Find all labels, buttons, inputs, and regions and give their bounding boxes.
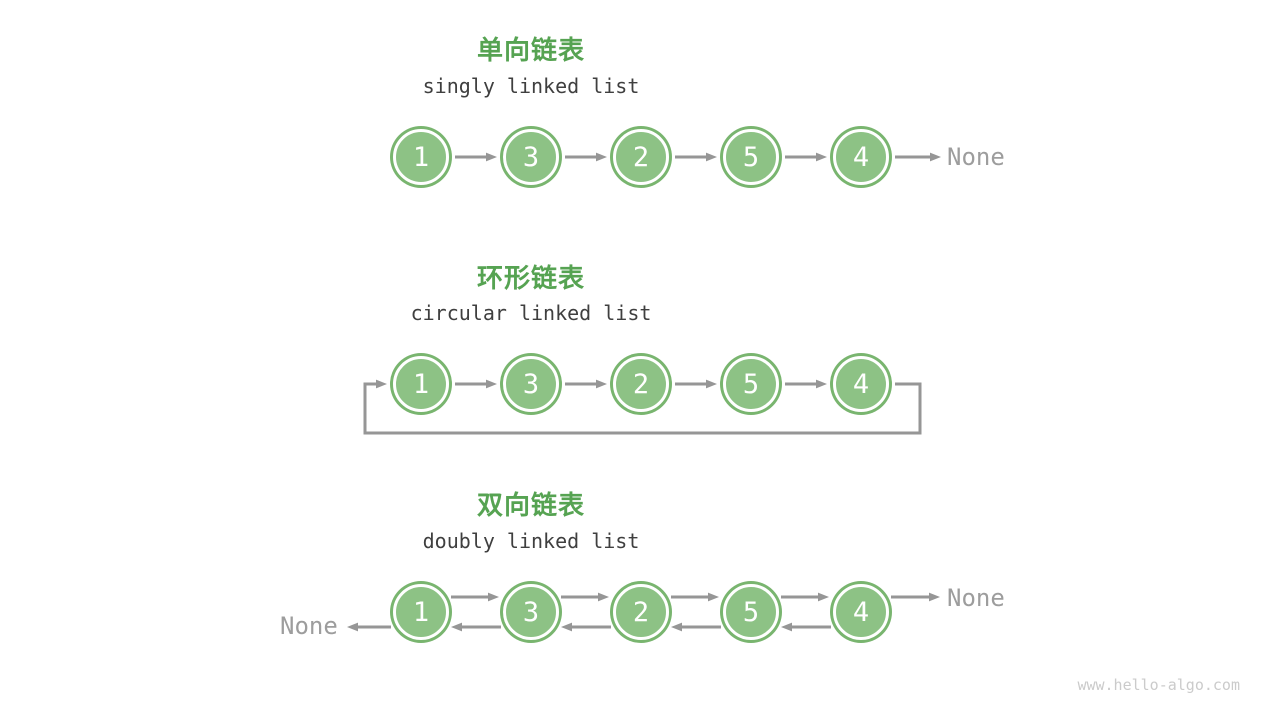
singly-list-title: 单向链表: [476, 35, 585, 65]
list-node: 4: [833, 129, 889, 185]
list-node: 5: [723, 356, 779, 412]
list-node: 3: [503, 584, 559, 640]
doubly-list-title: 双向链表: [476, 490, 585, 520]
circular-list-subtitle: circular linked list: [410, 301, 652, 325]
list-node: 1: [393, 356, 449, 412]
list-node: 1: [393, 129, 449, 185]
list-node: 4: [833, 356, 889, 412]
watermark: www.hello-algo.com: [1077, 676, 1240, 694]
list-node: 4: [833, 584, 889, 640]
tail-none-label: None: [947, 584, 1005, 612]
list-node: 5: [723, 129, 779, 185]
head-none-label: None: [280, 612, 338, 640]
list-node: 2: [613, 584, 669, 640]
list-node: 3: [503, 129, 559, 185]
list-node: 3: [503, 356, 559, 412]
tail-none-label: None: [947, 143, 1005, 171]
singly-list-subtitle: singly linked list: [422, 74, 640, 98]
list-node: 2: [613, 356, 669, 412]
circular-list-title: 环形链表: [476, 263, 585, 293]
list-node: 2: [613, 129, 669, 185]
doubly-list-subtitle: doubly linked list: [422, 529, 640, 553]
list-node: 1: [393, 584, 449, 640]
list-node: 5: [723, 584, 779, 640]
